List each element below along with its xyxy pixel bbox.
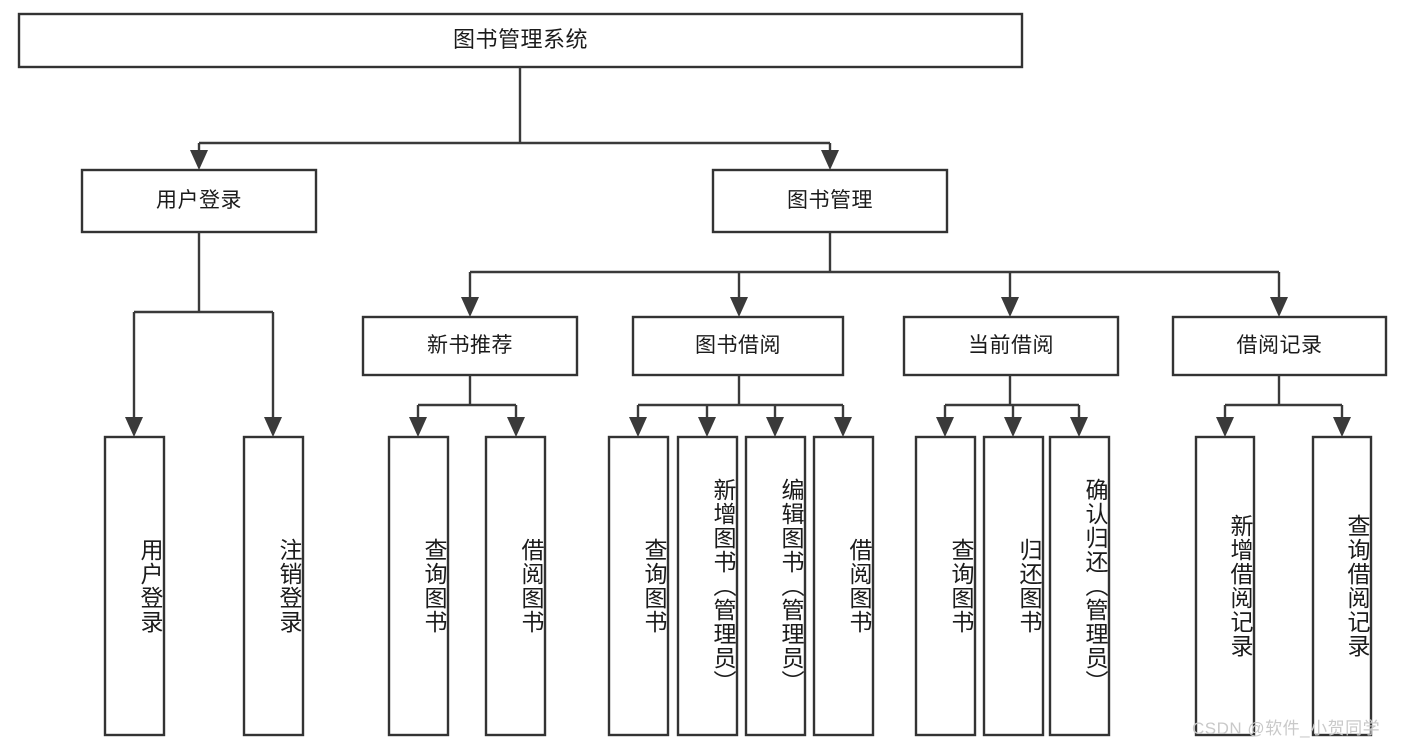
node-box-book-borrow[interactable] [631,315,845,377]
node-box-borrow-records[interactable] [1171,315,1388,377]
node-box-leaf-borrow-3[interactable] [812,435,875,737]
node-box-leaf-borrow-2[interactable] [744,435,807,737]
connector-newbook-to-leaves [409,375,525,437]
arrow-icon [507,417,525,437]
arrow-icon [264,417,282,437]
node-box-book-management[interactable] [711,168,949,234]
node-box-leaf-borrow-1[interactable] [676,435,739,737]
arrow-icon [1270,297,1288,317]
arrow-icon [834,417,852,437]
connector-bookmgmt-to-level3 [461,232,1288,317]
arrow-icon [125,417,143,437]
node-box-leaf-current-0[interactable] [914,435,977,737]
arrow-icon [461,297,479,317]
arrow-icon [1216,417,1234,437]
connector-currentborrow-to-leaves [936,375,1088,437]
node-box-leaf-records-0[interactable] [1194,435,1256,737]
node-box-root[interactable] [17,12,1024,69]
watermark-text: CSDN @软件_小贺同学 [1192,719,1381,738]
node-box-leaf-records-1[interactable] [1311,435,1373,737]
connector-bookborrow-to-leaves [629,375,852,437]
connector-root-to-level2 [190,67,839,170]
node-box-user-login[interactable] [80,168,318,234]
node-box-current-borrow[interactable] [902,315,1120,377]
arrow-icon [1070,417,1088,437]
arrow-icon [1333,417,1351,437]
arrow-icon [730,297,748,317]
connector-records-to-leaves [1216,375,1351,437]
node-box-leaf-new-book-1[interactable] [484,435,547,737]
node-box-leaf-user-login-1[interactable] [242,435,305,737]
arrow-icon [766,417,784,437]
node-box-leaf-user-login-0[interactable] [103,435,166,737]
arrow-icon [629,417,647,437]
arrow-icon [190,150,208,170]
arrow-icon [936,417,954,437]
node-box-leaf-new-book-0[interactable] [387,435,450,737]
arrow-icon [698,417,716,437]
connector-userlogin-to-leaves [125,232,282,437]
arrow-icon [821,150,839,170]
node-box-leaf-borrow-0[interactable] [607,435,670,737]
node-box-leaf-current-2[interactable] [1048,435,1111,737]
node-box-leaf-current-1[interactable] [982,435,1045,737]
node-box-new-book-recommend[interactable] [361,315,579,377]
arrow-icon [409,417,427,437]
arrow-icon [1001,297,1019,317]
arrow-icon [1004,417,1022,437]
